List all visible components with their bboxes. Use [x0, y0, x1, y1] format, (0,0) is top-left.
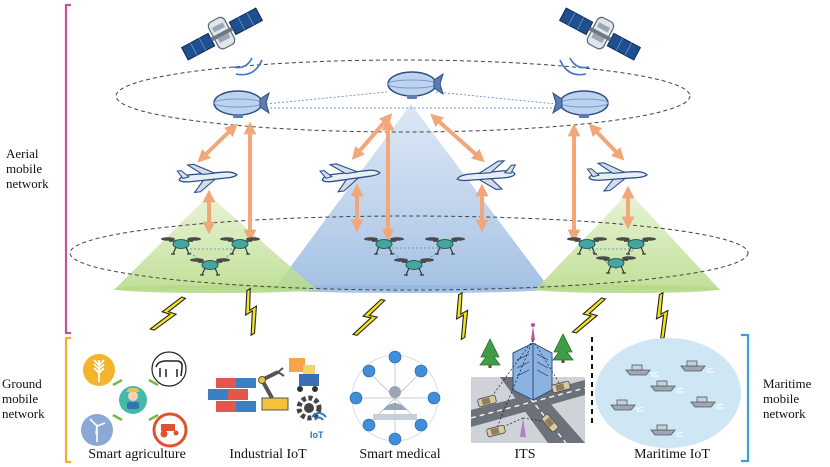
tower-icon: [520, 323, 535, 437]
aerial-network-label: Aerial mobile network: [6, 146, 49, 191]
its-caption: ITS: [514, 447, 536, 462]
ground-label-line-1: Ground: [2, 376, 42, 391]
maritime-illustration: [595, 338, 741, 448]
medical-platform: [373, 414, 417, 420]
link-arrows: [197, 113, 635, 243]
smart-agriculture-caption: Smart agriculture: [88, 447, 186, 462]
lightning-icon: [641, 292, 683, 340]
tree-icon: [479, 338, 501, 369]
smart-medical-caption: Smart medical: [359, 447, 441, 462]
satellite-icon: [555, 0, 646, 67]
doctor-icon: [383, 386, 407, 410]
building-icon: [512, 342, 553, 401]
gear-icon: [296, 395, 322, 421]
airship-icon: [213, 90, 270, 118]
ground-network-label: Ground mobile network: [2, 376, 45, 421]
satellite-icon: [176, 0, 267, 67]
aerial-bracket: [64, 3, 71, 335]
maritime-label-line-3: network: [763, 406, 806, 421]
blue-coverage-base: [274, 285, 550, 293]
aerial-label-line-3: network: [6, 176, 49, 191]
low-altitude-orbit: [69, 215, 749, 291]
windmill-icon: [81, 414, 113, 446]
tractor-icon: [152, 412, 188, 448]
maritime-label-line-1: Maritime: [763, 376, 812, 391]
lightning-icon: [149, 290, 187, 337]
fixed-wing-uav-icon: [176, 159, 239, 195]
ground-label-line-2: mobile: [2, 391, 39, 406]
airship-icon: [387, 71, 444, 99]
lightning-icon: [352, 294, 386, 341]
container-stack: [208, 378, 256, 412]
airship-link-left: [265, 91, 388, 105]
industrial-iot-illustration: IoT: [208, 358, 327, 440]
iot-badge: IoT: [310, 430, 324, 440]
wifi-icon: [311, 412, 327, 421]
robot-arm-icon: [258, 367, 289, 411]
lightning-icon: [440, 292, 483, 340]
ground-bracket: [64, 336, 71, 464]
lightning-icon: [571, 292, 606, 339]
smart-agriculture-illustration: [81, 351, 188, 448]
airship-link-right: [435, 91, 557, 105]
wheat-icon: [83, 354, 115, 386]
fixed-wing-uav-icon: [586, 159, 649, 193]
ground-label-line-3: network: [2, 406, 45, 421]
blue-coverage-beam: [274, 104, 550, 289]
signal-waves-left: [232, 57, 263, 76]
maritime-label-line-2: mobile: [763, 391, 800, 406]
aerial-label-line-1: Aerial: [6, 146, 39, 161]
high-altitude-orbit: [115, 59, 691, 133]
left-green-beam: [114, 195, 317, 290]
maritime-iot-caption: Maritime IoT: [634, 447, 710, 462]
right-green-base: [534, 285, 720, 293]
signal-waves-right: [559, 57, 590, 76]
lightning-icon: [229, 288, 273, 336]
cow-icon: [151, 351, 187, 387]
warehouse-boxes: [289, 358, 319, 392]
smart-medical-illustration: [349, 350, 441, 446]
left-green-base: [114, 285, 316, 293]
industrial-iot-caption: Industrial IoT: [229, 447, 307, 462]
farmer-icon: [119, 386, 147, 414]
maritime-bracket: [741, 333, 750, 463]
its-illustration: [470, 323, 586, 444]
tree-icon: [552, 333, 574, 364]
aerial-label-line-2: mobile: [6, 161, 43, 176]
airship-icon: [552, 90, 609, 118]
maritime-network-label: Maritime mobile network: [763, 376, 811, 421]
sea-ellipse: [595, 338, 741, 448]
